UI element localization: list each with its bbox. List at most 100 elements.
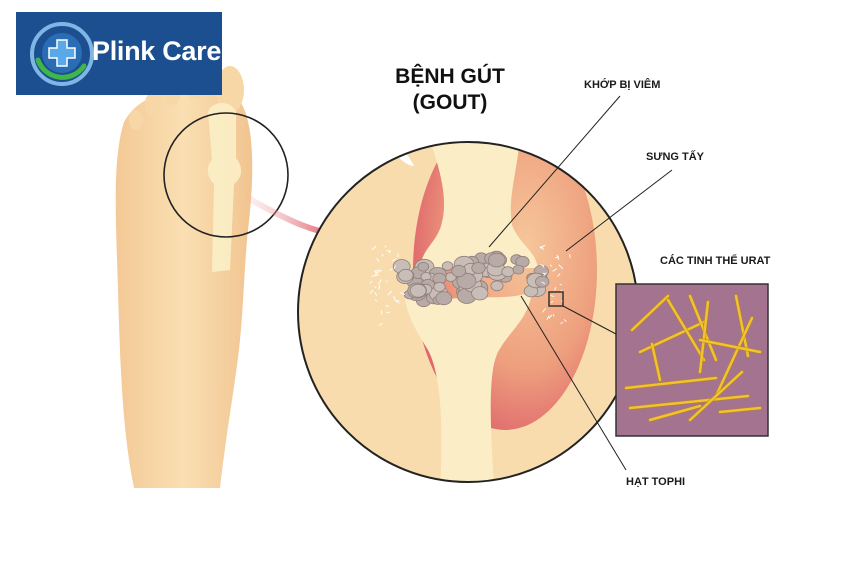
- sparkle: [374, 286, 377, 289]
- tophi-nodule: [435, 291, 453, 306]
- sparkle: [378, 322, 383, 326]
- foot-illustration: [115, 66, 289, 489]
- crystal-needle: [688, 370, 744, 422]
- label-swelling: SƯNG TẤY: [646, 151, 705, 163]
- tophi-nodule: [409, 283, 427, 298]
- sparkle: [563, 319, 567, 322]
- sparkle: [371, 245, 377, 251]
- tophi-nodule: [441, 261, 454, 271]
- sample-marker: [548, 291, 564, 307]
- sparkle: [374, 299, 378, 302]
- sparkle: [376, 273, 379, 277]
- sparkle: [541, 281, 546, 285]
- sparkle: [540, 246, 544, 251]
- sparkle: [369, 280, 373, 284]
- brand-name: Plink Care: [92, 36, 222, 66]
- sparkle: [558, 264, 564, 270]
- sparkle: [554, 256, 560, 259]
- urate-crystals: [624, 294, 762, 422]
- sparkle: [385, 305, 390, 307]
- crystal-needle: [650, 342, 662, 382]
- toe-5: [129, 110, 143, 130]
- tophi-nodule: [512, 264, 525, 275]
- sparkle: [373, 269, 380, 272]
- crystal-needle: [624, 376, 718, 390]
- tophi-nodule: [471, 262, 486, 274]
- crystal-needle: [698, 338, 762, 354]
- sparkle: [552, 268, 558, 272]
- leader-tophi: [520, 295, 627, 471]
- sparkle: [395, 300, 400, 304]
- tophi-nodule: [451, 264, 467, 278]
- crystal-needle: [666, 298, 706, 362]
- sparkle: [542, 307, 547, 313]
- sparkle: [542, 272, 546, 275]
- label-inflamed-joint: KHỚP BỊ VIÊM: [584, 79, 661, 91]
- crystal-inset: [615, 283, 769, 437]
- sparkle: [386, 249, 391, 253]
- sparkle: [380, 310, 383, 315]
- big-toe: [216, 66, 244, 114]
- sparkle: [550, 300, 554, 303]
- tophi-nodule: [535, 275, 550, 288]
- upper-bone: [420, 142, 538, 268]
- label-tophi: HẠT TOPHI: [626, 476, 686, 488]
- toe-4: [145, 92, 161, 116]
- sparkle: [369, 289, 374, 295]
- tophi-nodule: [398, 268, 414, 282]
- sparkle: [559, 283, 562, 286]
- sparkle: [386, 311, 391, 314]
- sparkle: [389, 268, 393, 272]
- sparkle: [560, 322, 564, 324]
- lower-bone: [404, 290, 532, 482]
- sparkle: [387, 290, 393, 296]
- crystal-needle: [698, 300, 710, 374]
- tophi-nodule: [501, 266, 515, 278]
- sparkle: [550, 294, 555, 297]
- sparkle: [546, 315, 550, 321]
- foot-bone: [207, 103, 242, 272]
- sparkle: [557, 273, 561, 277]
- leader-inflamed-joint: [488, 95, 621, 248]
- crystal-sparkles: [369, 244, 571, 326]
- sparkle: [377, 279, 382, 285]
- sparkle: [392, 258, 396, 262]
- sparkle: [400, 292, 405, 296]
- title-line-1: BỆNH GÚT: [395, 65, 505, 88]
- sparkle: [374, 291, 378, 296]
- sparkle: [393, 295, 396, 301]
- sparkle: [376, 269, 382, 274]
- sparkle: [554, 287, 557, 291]
- crystal-needle: [714, 316, 754, 398]
- tophi-nodule: [417, 261, 430, 272]
- sparkle: [543, 272, 547, 277]
- tophi-nodule: [456, 272, 477, 290]
- tophi-nodule: [490, 280, 504, 292]
- tophi-deposit: [392, 250, 550, 308]
- brand-logo: Plink Care: [16, 12, 222, 95]
- title-line-2: (GOUT): [412, 91, 488, 114]
- sparkle: [384, 245, 387, 248]
- crystal-needle: [718, 406, 762, 414]
- crystal-needle: [648, 404, 702, 422]
- tophi-nodule: [471, 286, 489, 301]
- crystal-needle: [630, 294, 670, 332]
- sparkle: [381, 253, 384, 257]
- sparkle: [560, 290, 563, 292]
- medical-cross-icon: [30, 22, 94, 86]
- crystal-needle: [688, 294, 718, 362]
- sparkle: [395, 299, 400, 303]
- crystal-needle: [628, 394, 750, 410]
- sparkle: [548, 314, 553, 319]
- sparkle: [376, 258, 380, 262]
- sparkle: [540, 264, 544, 267]
- leader-swelling: [565, 169, 673, 252]
- sparkle: [393, 265, 396, 270]
- label-urate-crystals: CÁC TINH THỂ URAT: [660, 255, 771, 267]
- zoom-circle: [163, 112, 289, 238]
- tophi-nodule: [487, 252, 506, 268]
- leader-crystals: [562, 305, 617, 335]
- crystal-needle: [734, 294, 750, 358]
- joint-closeup: [297, 141, 639, 483]
